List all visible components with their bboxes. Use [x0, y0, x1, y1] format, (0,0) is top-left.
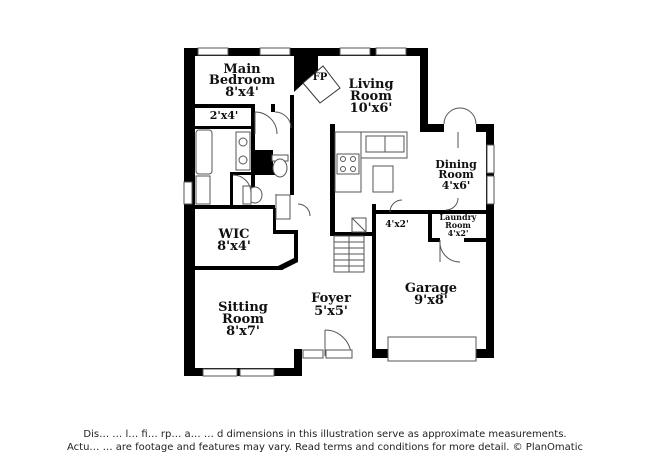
laundry-room-name-2: Room — [445, 220, 471, 230]
stove — [336, 153, 360, 175]
room-labels: Main Bedroom 8'x4' FP Living Room 10'x6'… — [209, 62, 477, 339]
living-room-name-2: Room — [350, 89, 392, 104]
foyer-name: Foyer — [311, 291, 351, 306]
doors — [232, 107, 477, 359]
fireplace-label: FP — [313, 72, 328, 83]
interior-walls — [195, 95, 486, 349]
dining-room-name-2: Room — [438, 168, 474, 181]
garage-dims: 9'x8' — [414, 293, 448, 308]
shower — [195, 175, 211, 205]
foyer-dims: 5'x5' — [314, 304, 348, 319]
main-bedroom-dims: 8'x4' — [225, 85, 259, 100]
kitchen-fixtures — [334, 131, 408, 233]
sitting-room-name-1: Sitting — [218, 300, 268, 315]
garage-name: Garage — [405, 281, 457, 296]
living-room-name-1: Living — [348, 77, 393, 92]
disclaimer-line-2: Actu… … are footage and features may var… — [67, 442, 583, 453]
closet-4x2-dims: 4'x2' — [385, 220, 408, 230]
main-bedroom-name-1: Main — [223, 62, 261, 77]
bathtub — [195, 129, 213, 175]
main-bedroom-name-2: Bedroom — [209, 73, 276, 88]
wic-name: WIC — [217, 227, 249, 242]
toilet-bowl — [272, 158, 288, 178]
bathroom-fixtures — [195, 129, 289, 205]
windows — [183, 47, 495, 377]
laundry-room-dims: 4'x2' — [448, 228, 469, 238]
kitchen-island — [372, 165, 394, 193]
fireplace — [302, 65, 341, 104]
sitting-room-dims: 8'x7' — [226, 324, 260, 339]
laundry-room-name-1: Laundry — [440, 212, 477, 222]
cabinet — [242, 185, 252, 205]
sitting-room-name-2: Room — [222, 312, 264, 327]
wic-dims: 8'x4' — [217, 239, 251, 254]
stairs — [333, 235, 365, 273]
closet-small-dims: 2'x4' — [210, 109, 239, 122]
dining-room-dims: 4'x6' — [442, 179, 471, 192]
disclaimer-line-1: Dis… … l… fi… rp… a… … d dimensions in t… — [83, 429, 567, 440]
living-room-dims: 10'x6' — [350, 101, 393, 116]
dining-room-name-1: Dining — [435, 158, 477, 171]
